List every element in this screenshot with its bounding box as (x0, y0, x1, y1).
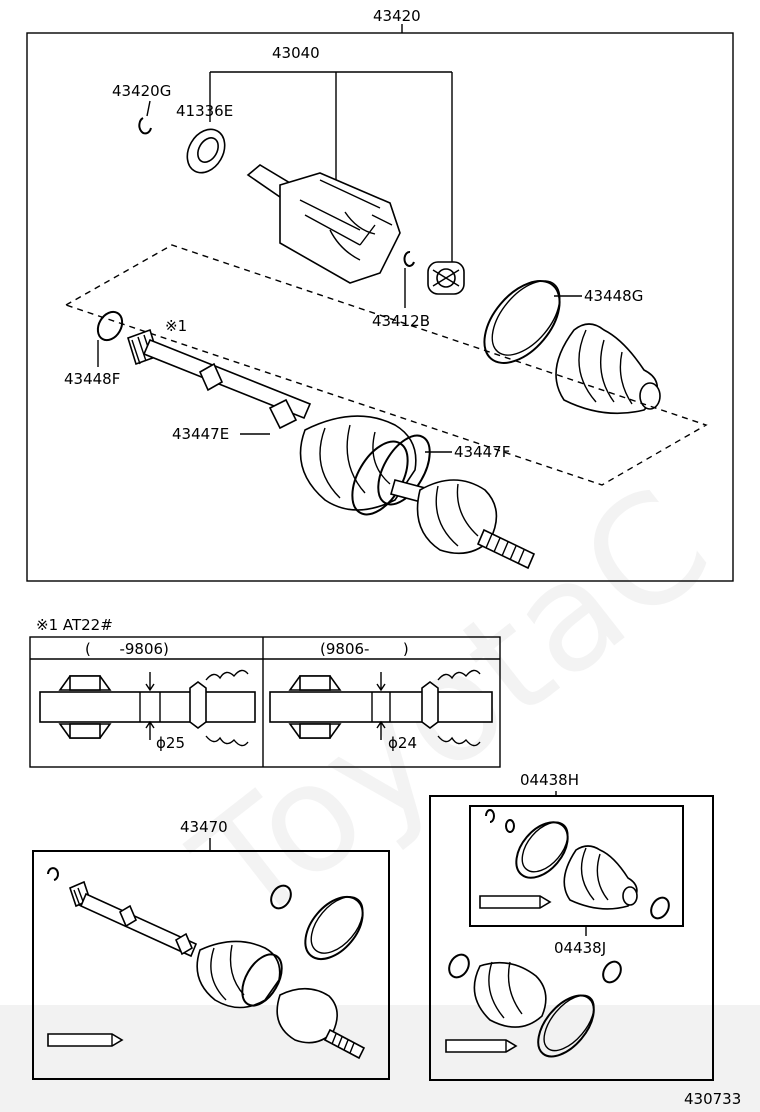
band-clamp-g-icon (483, 280, 561, 364)
note-col-left: ( -9806) (85, 640, 169, 658)
cv-joint-assembly-icon (299, 415, 536, 570)
boot-kit-inner-frame (469, 805, 684, 927)
tripod-spider-icon (427, 261, 465, 295)
note-table-frame (29, 636, 501, 768)
second-assembly-frame (32, 850, 390, 1080)
label-43412b: 43412B (372, 312, 430, 330)
boot-kit-h-parts-icon (479, 809, 670, 920)
shaft-detail-left-icon (39, 669, 256, 747)
second-shaft-assembly-icon (47, 867, 366, 1060)
note-dia-left: ϕ25 (156, 734, 185, 752)
label-04438h: 04438H (520, 771, 579, 789)
inboard-joint-housing-icon (246, 164, 401, 284)
note-col-right: (9806- ) (320, 640, 409, 658)
note-table-title: ※1 AT22# (36, 616, 113, 634)
drive-shaft-icon (127, 328, 312, 430)
label-43448f: 43448F (64, 370, 120, 388)
note-dia-right: ϕ24 (388, 734, 417, 752)
outboard-boot-icon (555, 323, 661, 415)
label-04438j: 04438J (554, 939, 606, 957)
label-43448g: 43448G (584, 287, 643, 305)
boot-kit-outer-frame (429, 795, 714, 1081)
label-41336e: 41336E (176, 102, 233, 120)
snap-ring-icon (138, 117, 152, 135)
label-43447e: 43447E (172, 425, 229, 443)
bottom-band (0, 1005, 760, 1112)
label-43470: 43470 (180, 818, 228, 836)
shaft-detail-right-icon (269, 669, 493, 747)
label-43447f: 43447F (454, 443, 510, 461)
subassembly-dashed-outline (64, 244, 708, 486)
label-43420: 43420 (373, 7, 421, 25)
diagram-code: 430733 (684, 1090, 741, 1108)
band-clamp-f-icon (96, 310, 124, 342)
label-43040: 43040 (272, 44, 320, 62)
main-assembly-frame (26, 32, 734, 582)
seal-ring-icon (186, 128, 226, 174)
snap-ring-b-icon (403, 251, 415, 267)
boot-kit-j-parts-icon (445, 953, 622, 1058)
note-marker-1: ※1 (165, 317, 187, 335)
label-43420g: 43420G (112, 82, 171, 100)
